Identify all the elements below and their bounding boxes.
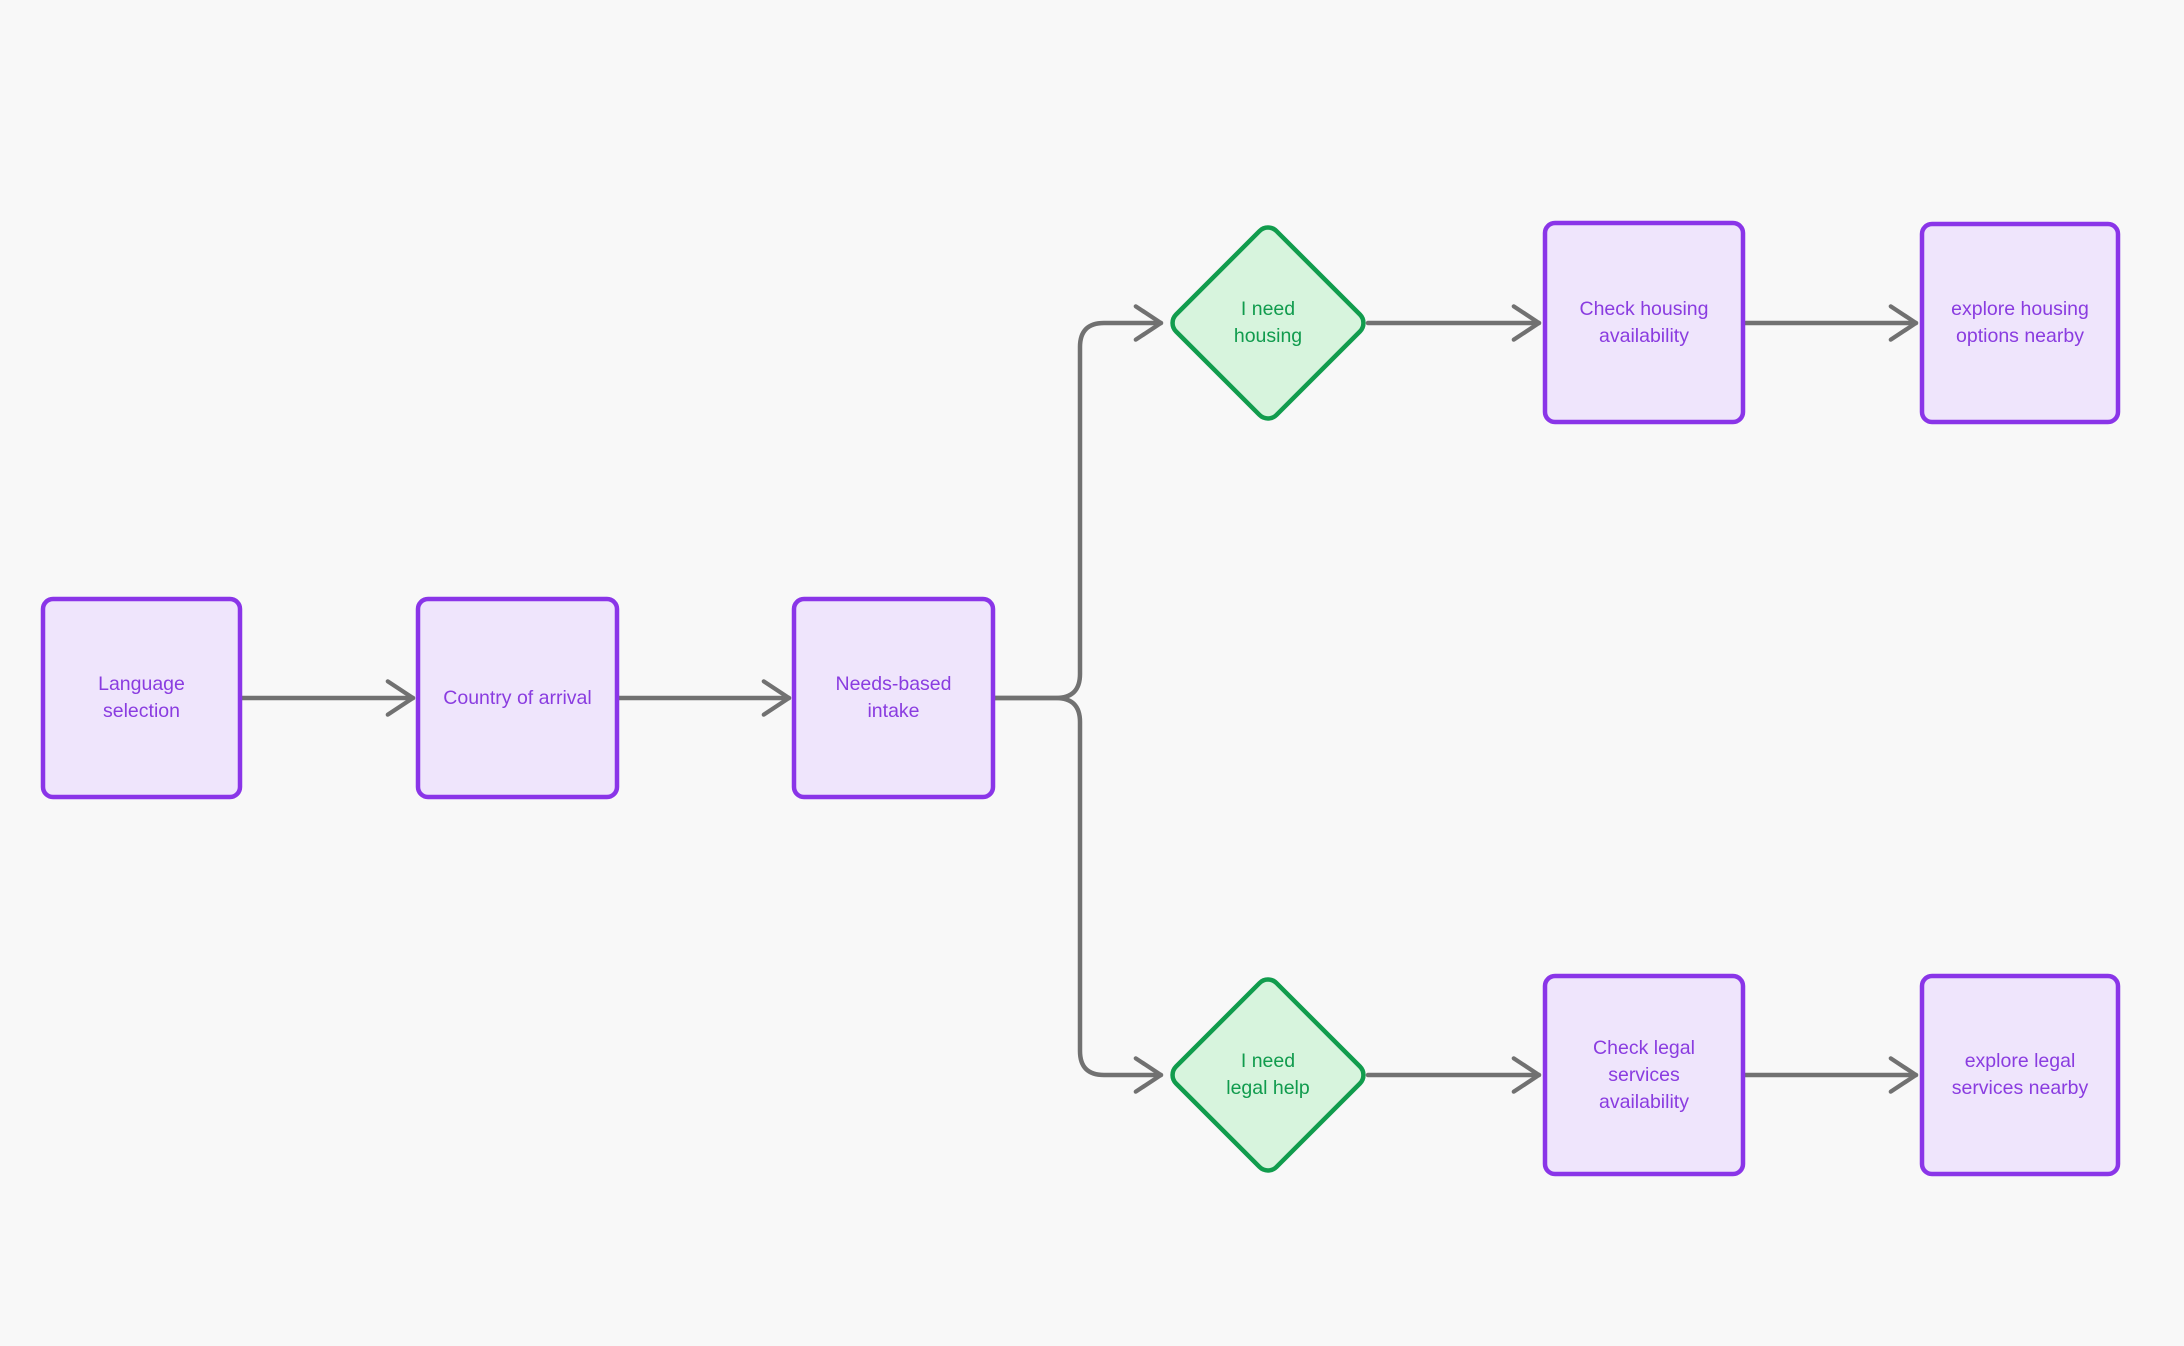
node-needs-based-intake[interactable]: Needs-based intake bbox=[794, 599, 993, 797]
node-shape-i-need-housing[interactable] bbox=[1168, 223, 1369, 424]
node-i-need-legal-help[interactable]: I need legal help bbox=[1168, 975, 1368, 1175]
node-shape-i-need-legal-help[interactable] bbox=[1168, 975, 1369, 1176]
node-check-legal-services-availability[interactable]: Check legal services availability bbox=[1545, 976, 1743, 1174]
node-label-explore-legal-services-nearby: explore legal services nearby bbox=[1951, 1050, 2089, 1099]
node-shape-language-selection[interactable] bbox=[40, 596, 243, 800]
node-label-i-need-legal-help: I need legal help bbox=[1226, 1050, 1310, 1099]
edge-needs-based-intake-to-i-need-legal-help bbox=[990, 695, 1164, 1094]
node-label-language-selection: Language selection bbox=[98, 673, 185, 722]
node-label-needs-based-intake: Needs-based intake bbox=[835, 673, 952, 722]
node-label-check-legal-services-availability: Check legal services availability bbox=[1593, 1036, 1695, 1113]
node-check-housing-availability[interactable]: Check housing availability bbox=[1545, 223, 1743, 422]
node-explore-legal-services-nearby[interactable]: explore legal services nearby bbox=[1922, 976, 2118, 1174]
node-label-i-need-housing: I need housing bbox=[1233, 298, 1303, 347]
node-i-need-housing[interactable]: I need housing bbox=[1168, 223, 1368, 423]
node-shape-needs-based-intake[interactable] bbox=[791, 596, 996, 800]
node-explore-housing-options-nearby[interactable]: explore housing options nearby bbox=[1922, 224, 2118, 422]
node-language-selection[interactable]: Language selection bbox=[43, 599, 240, 797]
node-shape-check-legal-services-availability[interactable] bbox=[1542, 973, 1746, 1177]
node-label-check-housing-availability: Check housing availability bbox=[1579, 297, 1709, 347]
node-shape-explore-legal-services-nearby[interactable] bbox=[1919, 973, 2121, 1177]
node-shape-explore-housing-options-nearby[interactable] bbox=[1919, 221, 2121, 425]
edge-needs-based-intake-to-i-need-housing bbox=[990, 304, 1164, 701]
node-shape-country-of-arrival[interactable] bbox=[415, 596, 620, 800]
node-label-country-of-arrival: Country of arrival bbox=[443, 686, 592, 709]
node-label-explore-housing-options-nearby: explore housing options nearby bbox=[1951, 298, 2089, 347]
node-country-of-arrival[interactable]: Country of arrival bbox=[418, 599, 617, 797]
node-shape-check-housing-availability[interactable] bbox=[1542, 220, 1746, 425]
